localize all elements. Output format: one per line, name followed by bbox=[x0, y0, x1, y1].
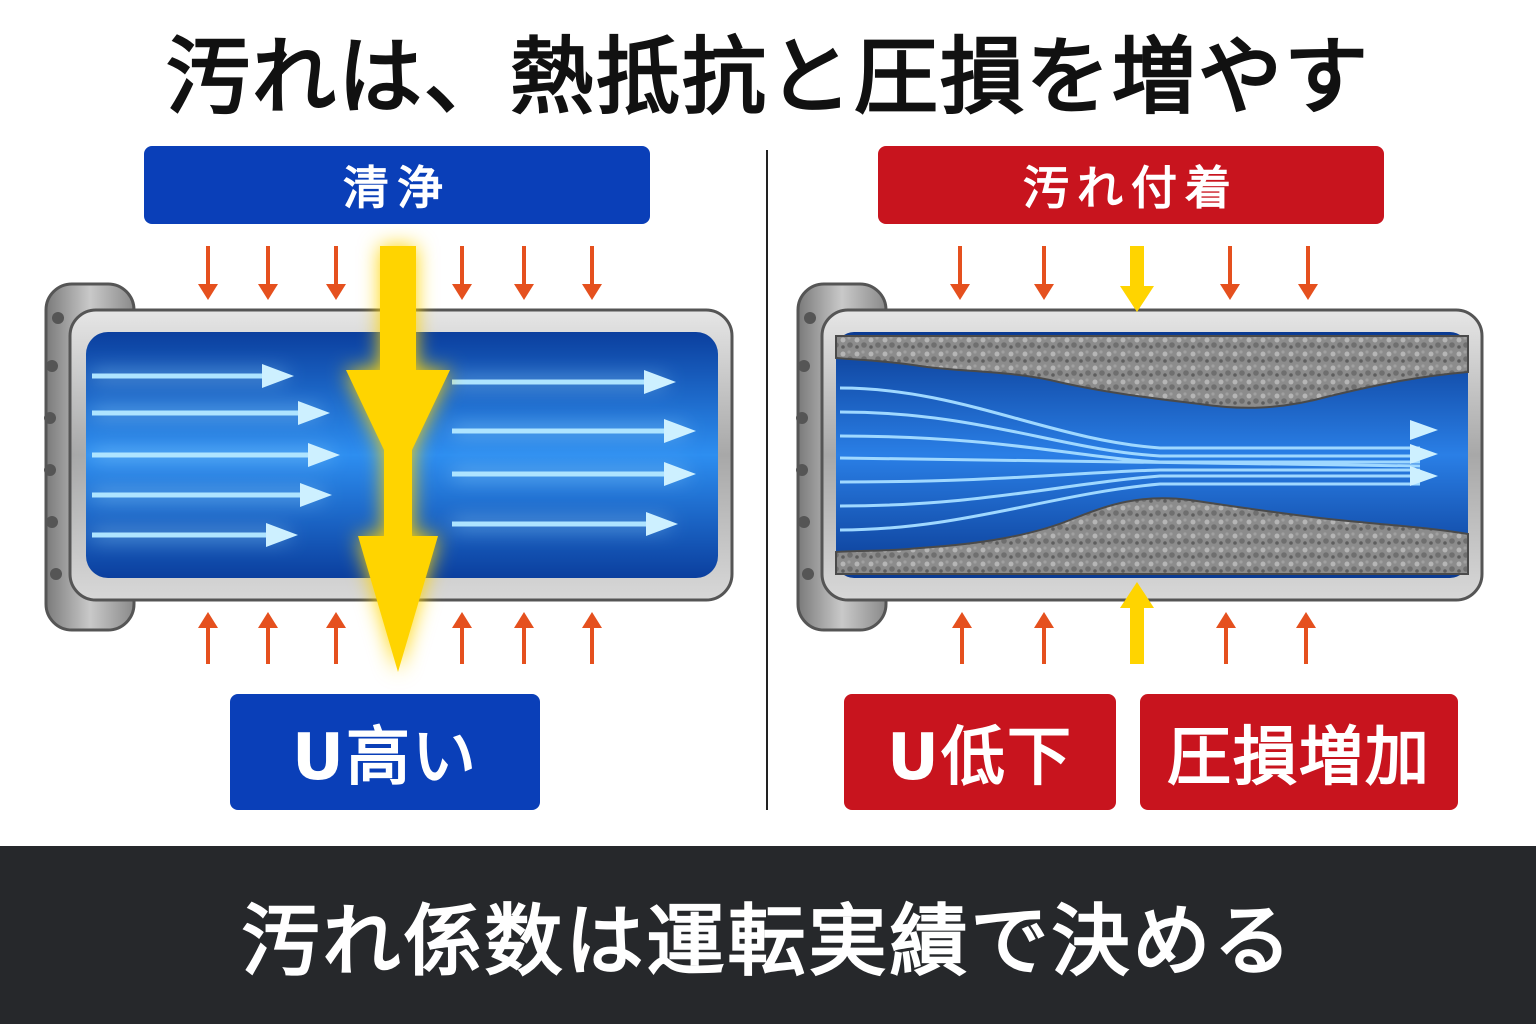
fouled-heat-flux-arrow-top bbox=[1120, 246, 1154, 312]
footer-banner: 汚れ係数は運転実績で決める bbox=[0, 846, 1536, 1024]
fouled-deposit-top bbox=[835, 335, 1469, 409]
clean-heat-flux-arrow bbox=[346, 246, 450, 672]
fouled-flow-streamlines bbox=[839, 386, 1421, 532]
fouled-heat-arrows-bottom bbox=[960, 622, 1308, 664]
fouled-dp-label: 圧損増加 bbox=[1167, 721, 1431, 795]
fouled-pipe bbox=[796, 282, 1484, 632]
fouled-header-label: 汚れ付着 bbox=[1023, 161, 1239, 215]
fouled-heat-arrowheads-top bbox=[950, 284, 1318, 300]
clean-header-label: 清浄 bbox=[343, 161, 451, 215]
clean-result-label: U高い bbox=[292, 721, 478, 795]
fouled-u-badge: U低下 bbox=[844, 694, 1116, 810]
pipe-diagram bbox=[44, 246, 1484, 672]
panel-divider bbox=[766, 150, 768, 810]
clean-flow-arrowheads bbox=[262, 364, 696, 547]
fouled-u-label: U低下 bbox=[887, 721, 1073, 795]
clean-heat-arrowheads-top bbox=[198, 284, 602, 300]
page-title: 汚れは、熱抵抗と圧損を増やす bbox=[165, 28, 1370, 126]
fouled-flow-arrowheads bbox=[1410, 420, 1438, 486]
fouled-heat-flux-arrow-bottom bbox=[1120, 582, 1154, 664]
fouled-deposit-bottom bbox=[835, 497, 1469, 575]
clean-header-badge: 清浄 bbox=[144, 146, 650, 224]
fouled-heat-arrowheads-bottom bbox=[952, 612, 1316, 628]
clean-heat-arrowheads-bottom bbox=[198, 612, 602, 628]
footer-text: 汚れ係数は運転実績で決める bbox=[241, 897, 1295, 987]
fouled-dp-badge: 圧損増加 bbox=[1140, 694, 1458, 810]
clean-flow-arrows bbox=[92, 373, 685, 538]
fouled-header-badge: 汚れ付着 bbox=[878, 146, 1384, 224]
clean-heat-arrows-bottom bbox=[206, 622, 594, 664]
clean-result-badge: U高い bbox=[230, 694, 540, 810]
